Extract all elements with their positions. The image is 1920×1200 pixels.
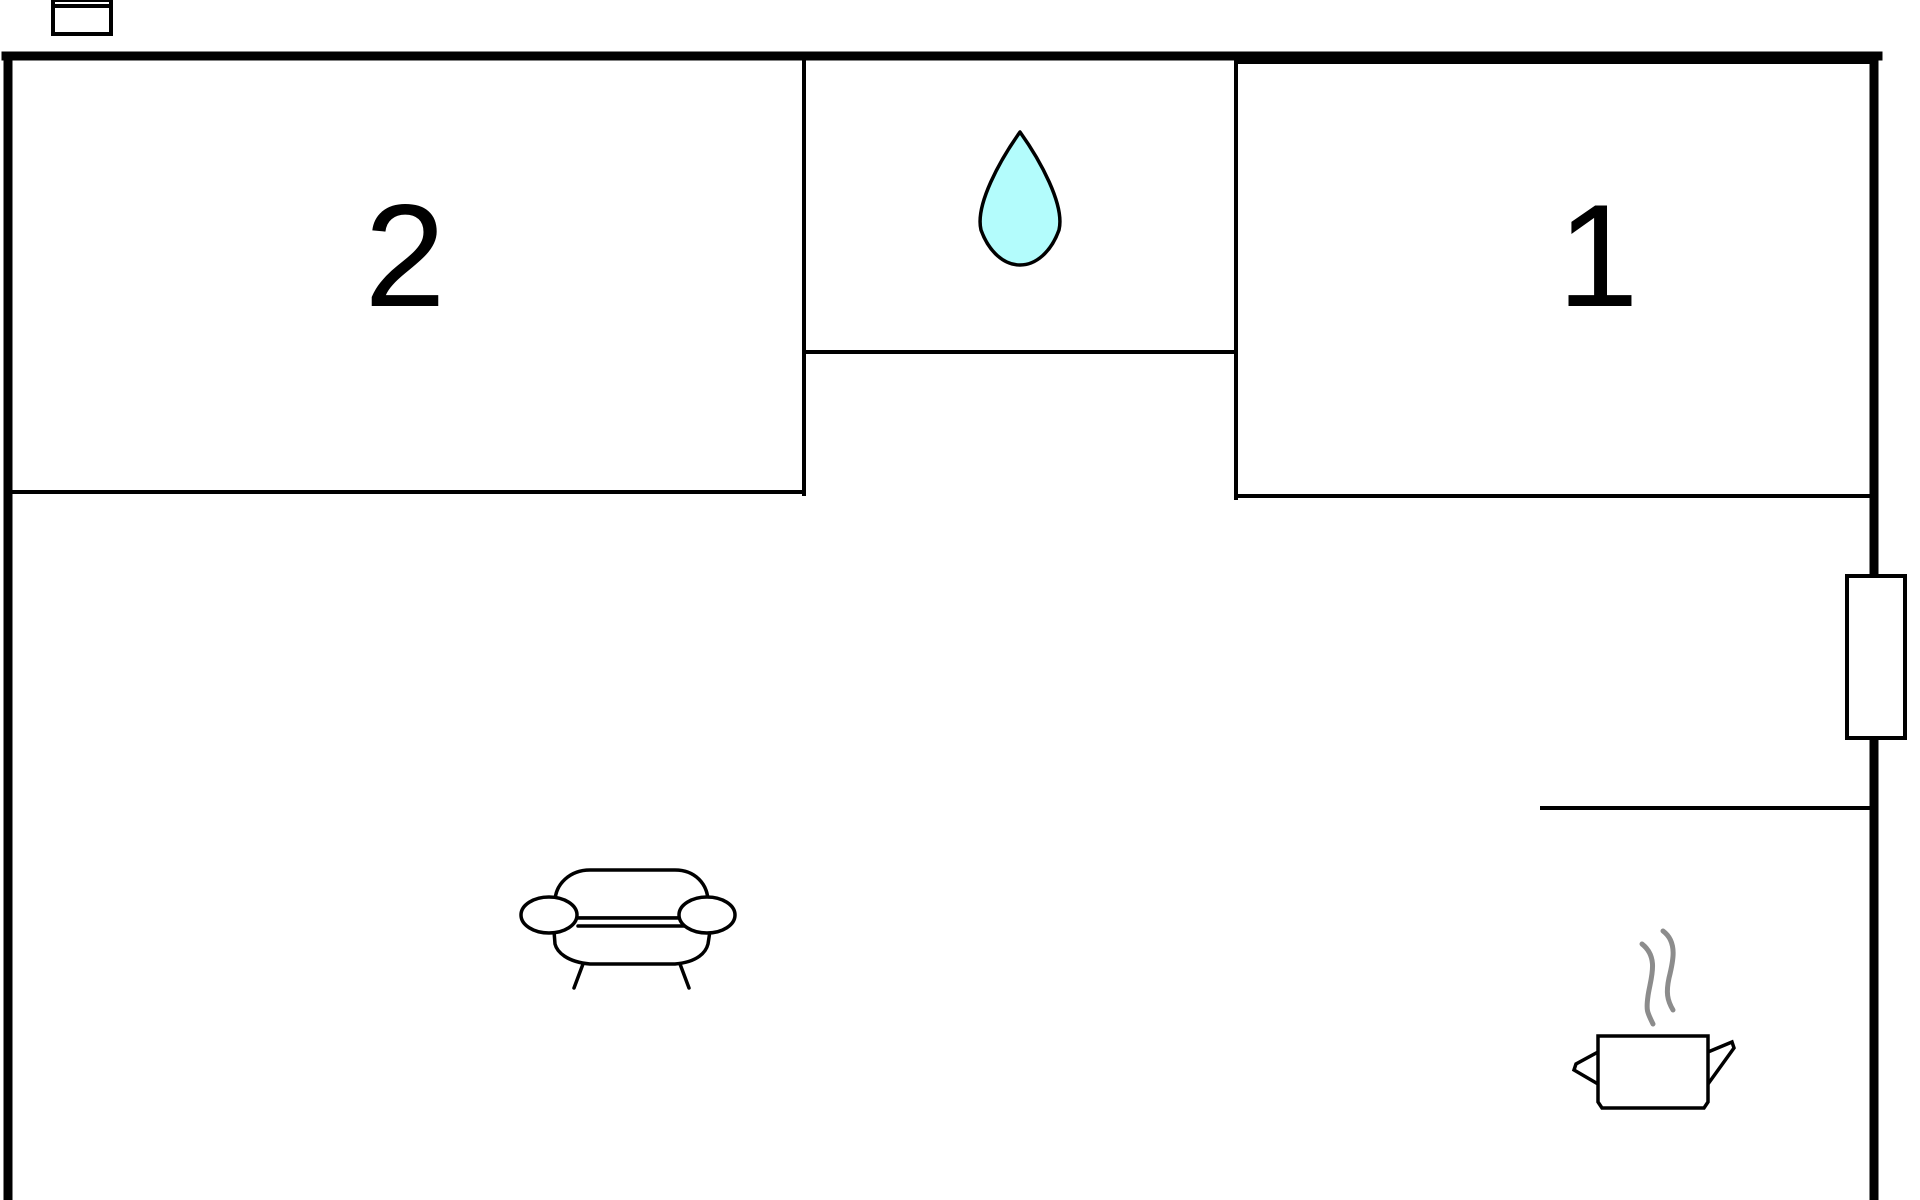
sofa-icon [519, 868, 737, 990]
room-2-label: 2 [364, 174, 445, 337]
steam-left [1639, 941, 1656, 1027]
cooking-pot-icon [1571, 928, 1736, 1110]
pot-body [1596, 1034, 1710, 1110]
pot-handle-right [1706, 1039, 1736, 1086]
sofa-leg-left [572, 962, 585, 990]
room-1-label: 1 [1557, 174, 1638, 337]
sofa-armrest-left [519, 895, 579, 935]
sofa-armrest-right [677, 895, 737, 935]
steam-right [1660, 928, 1676, 1013]
window-right [1845, 574, 1907, 740]
sofa-leg-right [678, 962, 691, 990]
water-drop-icon [978, 130, 1062, 267]
pot-handle-left [1571, 1050, 1600, 1086]
interior-walls [6, 56, 1874, 810]
sofa-seat [551, 916, 715, 966]
